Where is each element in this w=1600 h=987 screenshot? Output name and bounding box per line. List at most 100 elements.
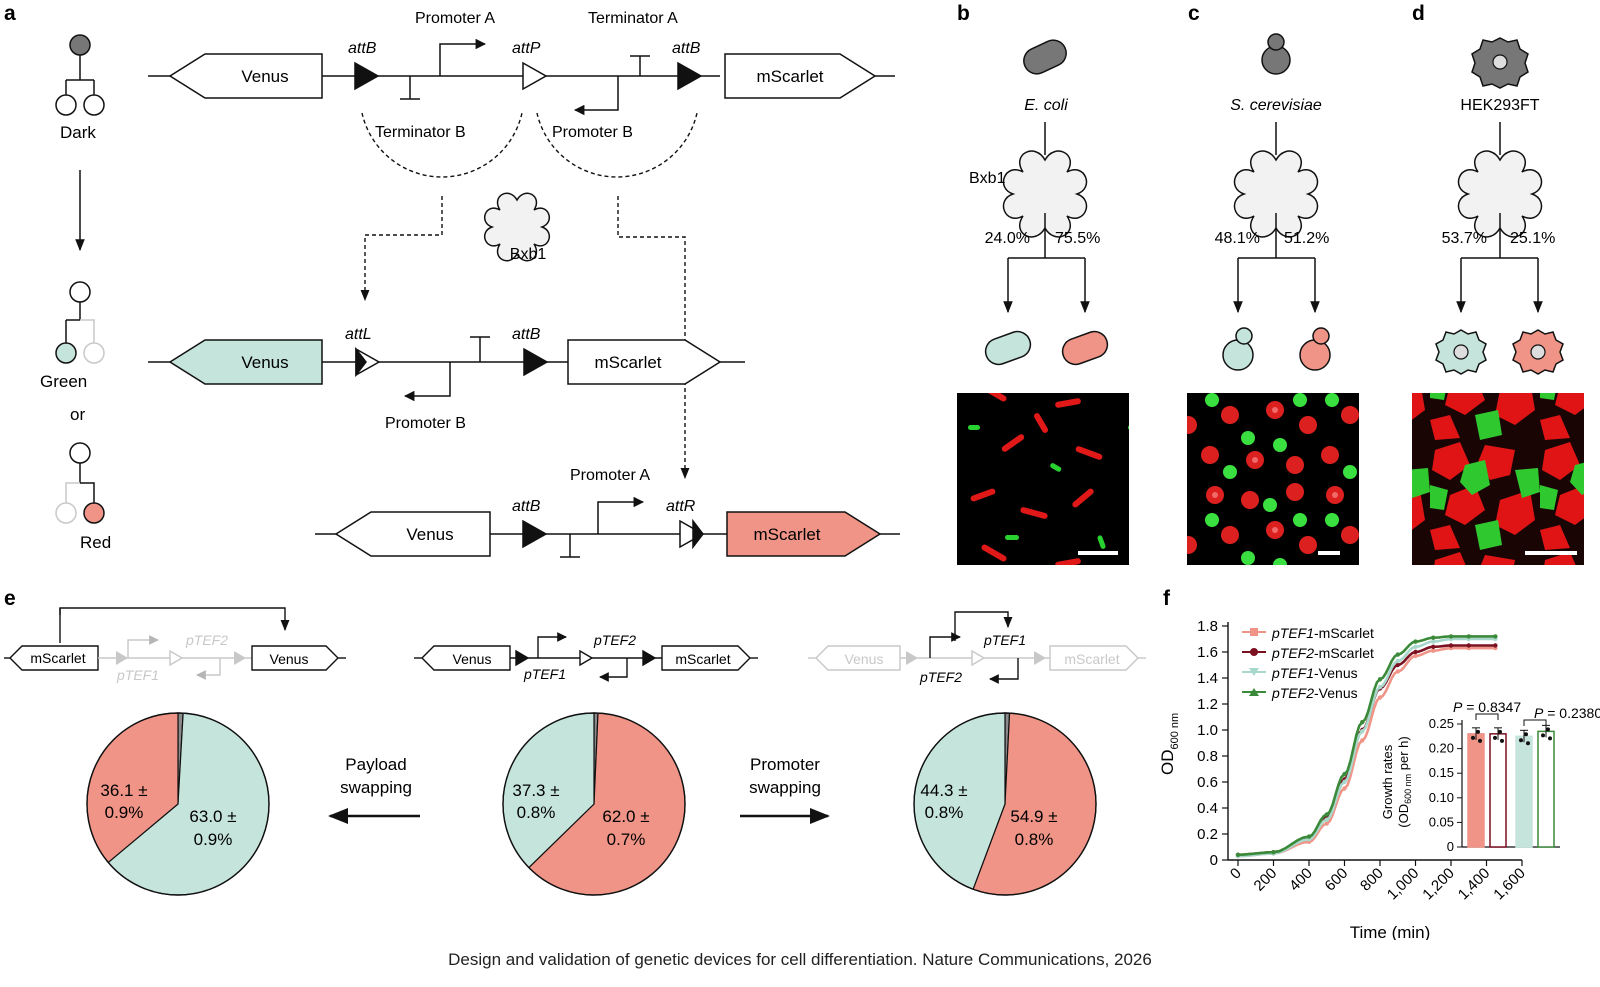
x-tick-label: 1,200 [1419,865,1458,904]
data-point [1360,720,1365,725]
pie-right-label-a2: 0.8% [925,803,964,822]
terminator-a-label: Terminator A [588,10,678,27]
sig-bracket-right [1523,719,1547,726]
inset-bar-ptef2-venus [1537,730,1555,848]
p-value-right: P = 0.2380 [1534,705,1600,721]
venus-label-green: Venus [241,353,288,372]
promoter-a-label-bottom: Promoter A [570,467,650,484]
ptef2-label-e-right: pTEF2 [919,669,962,685]
panel-c-letter: c [1188,2,1200,25]
ecoli-green-cell-icon [984,330,1032,366]
y-tick-label: 0.4 [1197,800,1218,817]
sig-bracket-left [1475,713,1499,720]
green-parent-cell [69,281,91,303]
hek-green-cell-icon [1435,329,1487,375]
hek-grey-cell-icon [1471,37,1529,89]
data-point [1324,812,1329,817]
y-tick-label: 0.2 [1197,826,1218,843]
ylabel-od: OD600 nm [1158,713,1181,775]
attB-label-4: attB [512,498,541,515]
pie-right-label-b1: 54.9 ± [1010,807,1057,826]
construct-top [148,38,895,116]
data-point [1306,834,1312,839]
mscarlet-gene-green [567,339,722,385]
legend-item-ptef1-venus: pTEF1-Venus [1242,665,1358,681]
replicate-dot [1476,729,1480,734]
state-red: Red [80,533,111,552]
pie-mid-label-b1: 62.0 ± [602,807,649,826]
bxb1-label-b: Bxb1 [969,170,1006,187]
y-tick-label: 0.6 [1197,774,1218,791]
terminator-b-label: Terminator B [375,124,466,141]
pie-left-label-b2: 0.9% [194,830,233,849]
mscarlet-gene-top [724,53,877,99]
data-point [1377,684,1383,690]
data-point [1431,639,1436,644]
data-point [1431,644,1436,649]
x-tick-label: 800 [1357,865,1387,895]
promoter-b-label-mid: Promoter B [385,415,466,432]
legend-item-ptef2-mscarlet: pTEF2-mScarlet [1242,645,1374,661]
replicate-dot [1498,729,1502,734]
pie-left-outline [86,712,270,896]
replicate-dot [1524,732,1528,737]
venus-gene-e-left [251,645,339,671]
ptef2-label-e-mid: pTEF2 [593,632,636,648]
panel-b: b E. coli Bxb1 24.0% 75.5% [957,2,1129,565]
promoter-a-label: Promoter A [415,10,495,27]
payload-swap-label-2: swapping [340,778,412,797]
organism-ecoli: E. coli [1024,97,1068,114]
data-point [1413,639,1418,644]
xlabel-time: Time (min) [1350,923,1431,940]
data-point [1377,677,1383,682]
promoter-swap-label-1: Promoter [750,755,820,774]
mscarlet-label-e-right: mScarlet [1064,651,1119,667]
data-point [1342,786,1347,791]
attL-label: attL [345,326,372,343]
p-value-left: P = 0.8347 [1453,699,1521,715]
pie-charts [86,712,1097,896]
bxb1-label-a: Bxb1 [510,246,547,263]
legend-item-ptef2-venus: pTEF2-Venus [1242,685,1358,701]
pie-mid-label-a2: 0.8% [517,803,556,822]
attB-label-1: attB [348,40,377,57]
attR-site [679,519,705,549]
construct-e-right [808,611,1146,684]
data-point [1324,817,1329,822]
replicate-dot [1478,738,1482,743]
inset-ylabel-1: Growth rates [1380,744,1395,819]
data-point [1413,649,1418,655]
figure: a Dark Green or Red [4,2,1600,940]
pie-left-label-a1: 36.1 ± [100,781,147,800]
data-point [1395,658,1400,664]
panel-b-letter: b [957,2,970,25]
attB-label-2: attB [672,40,701,57]
mscarlet-label-top: mScarlet [756,67,823,86]
ecoli-red-cell-icon [1061,330,1109,366]
data-point [1342,772,1347,777]
venus-label-e-left: Venus [270,651,309,667]
inset-y-tick-label: 0.15 [1429,765,1454,780]
recombination-arcs [360,112,698,480]
organism-scerevisiae: S. cerevisiae [1230,97,1322,114]
data-point [1395,652,1400,657]
pie-left-label-a2: 0.9% [105,803,144,822]
svg-text:pTEF2-mScarlet: pTEF2-mScarlet [1271,645,1374,661]
ecoli-micrograph [957,393,1129,565]
payload-swap-label-1: Payload [345,755,406,774]
inset-ylabel-2: (OD600 nm per h) [1396,736,1413,827]
scale-bar-b [1078,551,1118,555]
venus-gene-top [168,53,323,99]
ecoli-grey-cell-icon [1023,39,1067,75]
construct-e-mid [414,632,758,682]
pct-right-c: 51.2% [1284,230,1329,247]
mscarlet-label-red: mScarlet [753,525,820,544]
construct-red [315,496,900,558]
x-tick-label: 1,400 [1455,865,1494,904]
attR-label: attR [666,498,696,515]
pct-left-d: 53.7% [1442,230,1487,247]
venus-gene-green [168,339,323,385]
attB-label-3: attB [512,326,541,343]
